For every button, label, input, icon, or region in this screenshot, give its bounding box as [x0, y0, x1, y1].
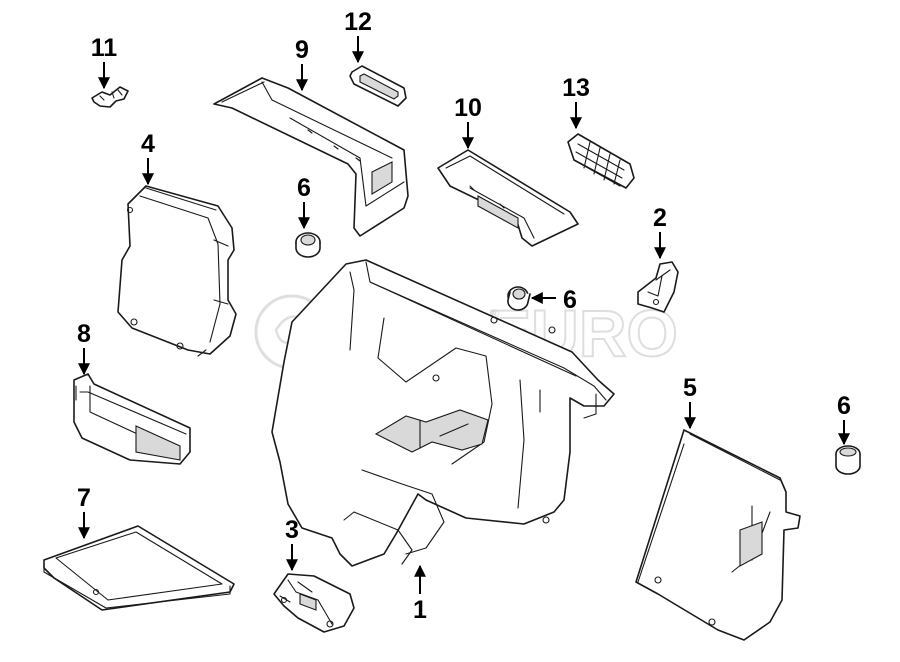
part-6-grommet-middle [507, 286, 531, 311]
callout-4: 4 [141, 130, 155, 158]
watermark-registered: ® [490, 307, 499, 321]
callout-8: 8 [77, 320, 91, 348]
part-5-side-panel [635, 429, 801, 641]
callout-13: 13 [562, 74, 590, 102]
part-3-bracket [273, 573, 355, 633]
callout-12: 12 [344, 8, 372, 36]
part-9-shelf-trim [213, 77, 409, 237]
part-7-mat [43, 525, 235, 611]
callout-10: 10 [454, 94, 482, 122]
part-11-clip [91, 86, 129, 108]
part-1-main-panel [271, 259, 615, 567]
part-8-trim-piece [73, 373, 191, 465]
part-13-vent [567, 133, 635, 189]
callout-6-middle: 6 [563, 286, 577, 314]
callout-6-right: 6 [837, 392, 851, 420]
part-6-grommet-right [835, 445, 861, 475]
part-4-side-panel [117, 185, 237, 357]
callout-9: 9 [295, 36, 309, 64]
part-12-bezel [349, 65, 407, 107]
callout-11: 11 [91, 34, 118, 62]
part-10-tray [437, 149, 579, 247]
callout-5: 5 [683, 374, 697, 402]
callout-6-upper: 6 [297, 174, 311, 202]
part-2-bracket [637, 261, 679, 313]
callout-1: 1 [413, 596, 427, 624]
callout-arrows [78, 36, 850, 594]
callout-3: 3 [285, 516, 299, 544]
callout-labels: 1 2 3 4 5 6 6 6 7 8 9 10 11 12 13 [77, 8, 851, 624]
callout-2: 2 [653, 204, 667, 232]
callout-7: 7 [77, 484, 91, 512]
part-6-grommet-upper [295, 232, 321, 258]
